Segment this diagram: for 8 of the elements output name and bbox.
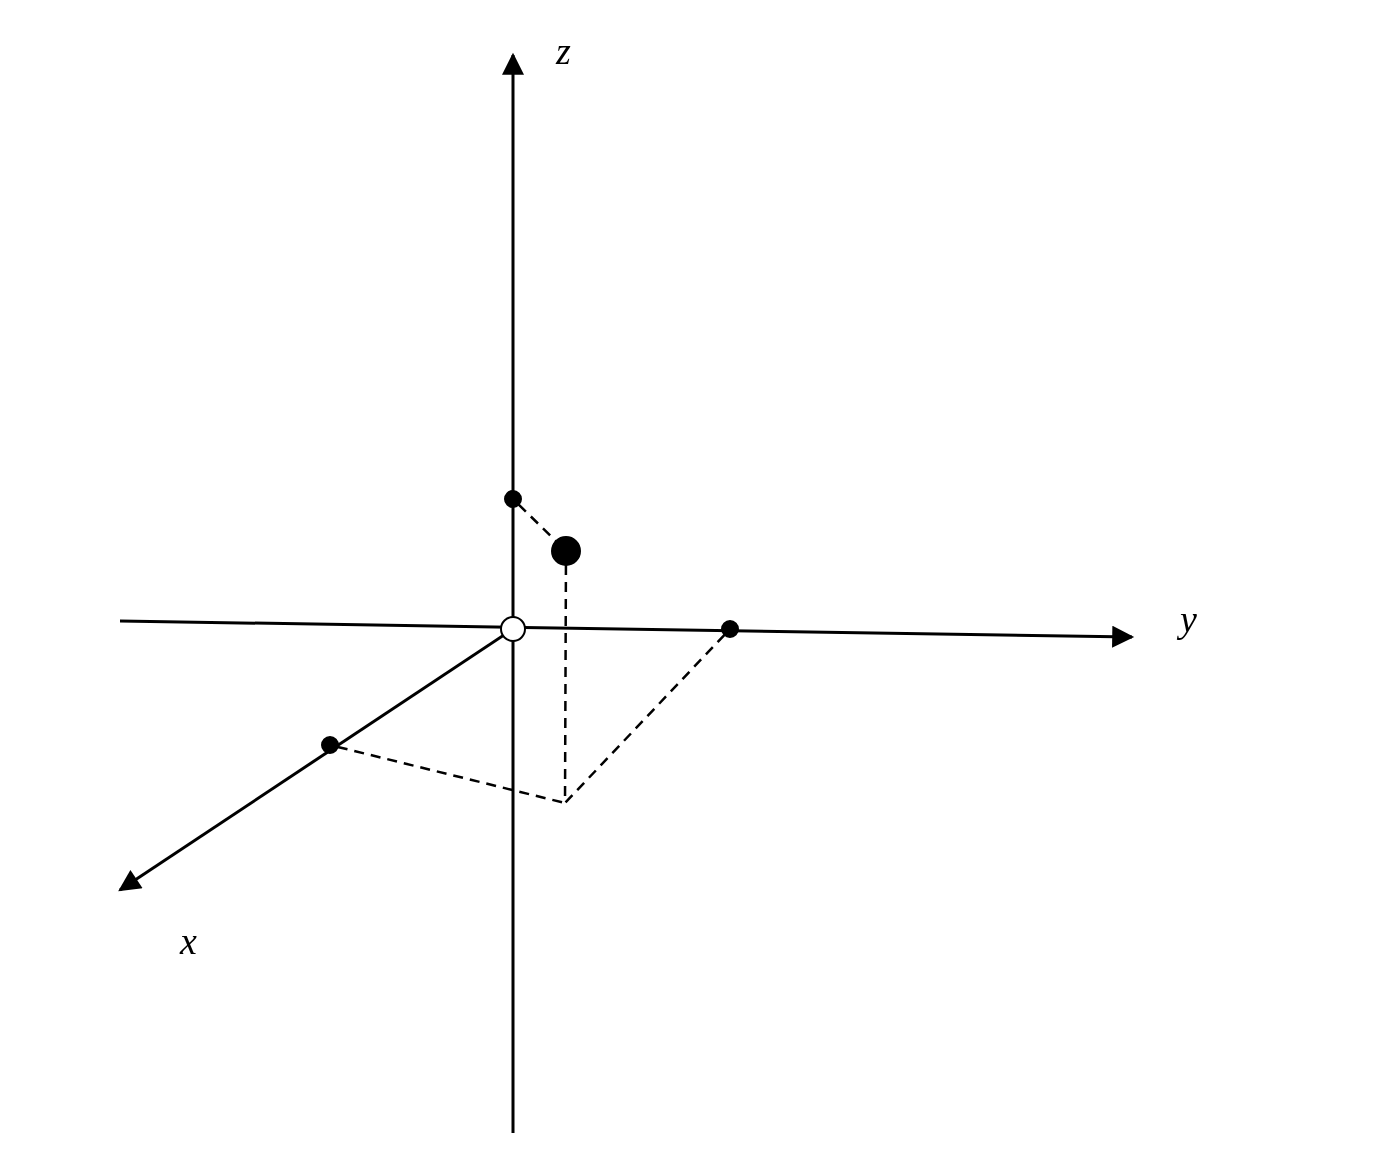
axis-label: z bbox=[556, 32, 571, 70]
point-dot bbox=[504, 490, 522, 508]
point-dot bbox=[321, 736, 339, 754]
point-dot bbox=[551, 536, 581, 566]
dashed-line bbox=[564, 633, 726, 804]
point-dot bbox=[721, 620, 739, 638]
origin-circle bbox=[500, 616, 526, 642]
axis-label: x bbox=[180, 922, 197, 960]
